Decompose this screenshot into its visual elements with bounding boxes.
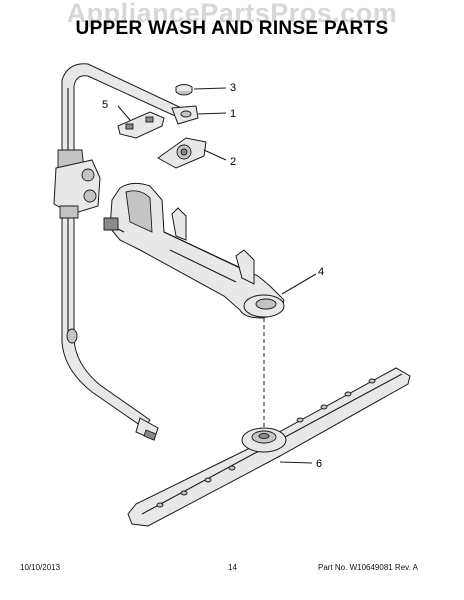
- callout-3: 3: [230, 82, 236, 94]
- callout-2: 2: [230, 156, 236, 168]
- supply-tube: [53, 63, 191, 441]
- callout-6: 6: [316, 458, 322, 470]
- part-6-spray-arm: [127, 367, 411, 527]
- callout-4: 4: [318, 266, 324, 278]
- watermark-text: AppliancePartsPros.com: [66, 0, 398, 28]
- footer-part-number: Part No. W10649081 Rev. A: [318, 563, 418, 572]
- callout-1: 1: [230, 108, 236, 120]
- footer-page-number: 14: [228, 563, 237, 572]
- part-2-diverter: [157, 137, 207, 169]
- part-5-bracket: [117, 111, 165, 139]
- part-4-manifold: [103, 182, 285, 319]
- part-3-cap: [175, 84, 193, 96]
- callout-leaders: [117, 87, 317, 464]
- footer-date: 10/10/2013: [20, 563, 61, 572]
- page-title: UPPER WASH AND RINSE PARTS: [75, 18, 389, 39]
- callout-5: 5: [102, 99, 108, 111]
- part-1-mount: [171, 105, 199, 125]
